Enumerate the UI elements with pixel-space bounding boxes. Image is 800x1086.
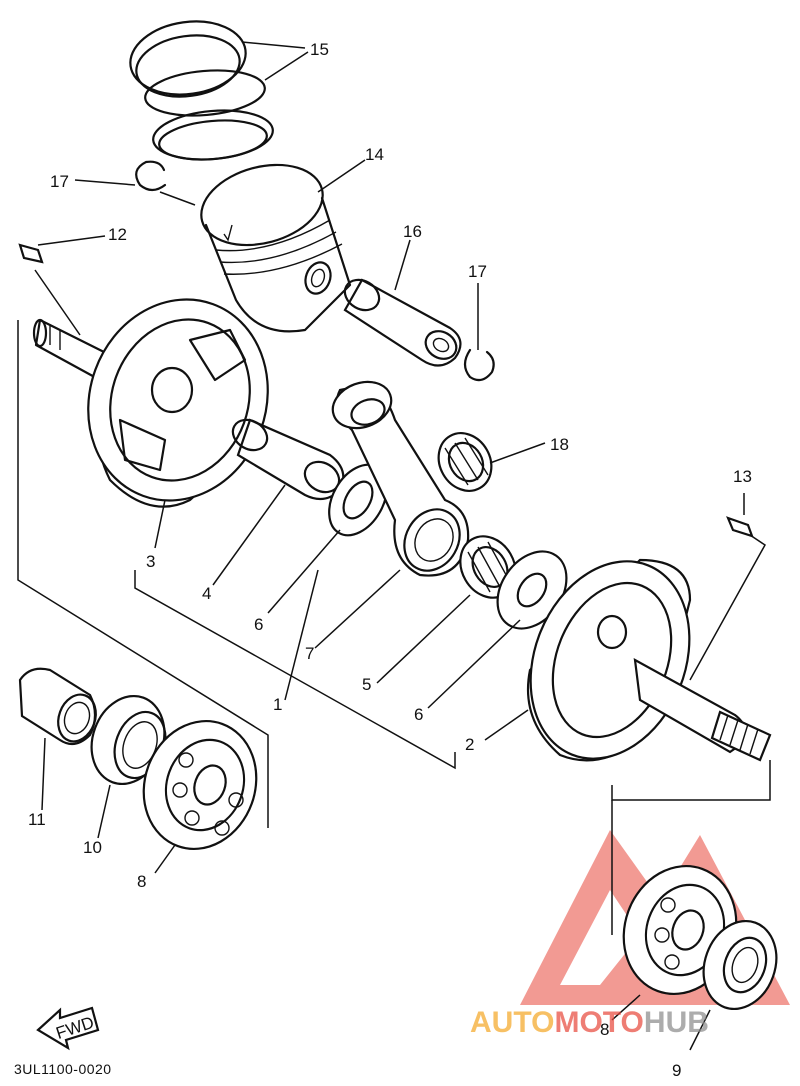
callout-18: 18 xyxy=(550,435,569,454)
fwd-arrow-icon xyxy=(36,1006,100,1051)
callout-11: 11 xyxy=(28,810,46,829)
callout-10: 10 xyxy=(83,838,102,857)
small-end-bearing xyxy=(437,432,493,492)
callout-17-right: 17 xyxy=(468,262,487,281)
callout-14: 14 xyxy=(365,145,384,164)
piston xyxy=(200,163,352,333)
connecting-rod xyxy=(331,380,470,577)
callout-13: 13 xyxy=(733,467,752,486)
callout-1: 1 xyxy=(273,695,282,714)
callout-7: 7 xyxy=(305,644,314,663)
callout-5: 5 xyxy=(362,675,371,694)
oil-seal-right xyxy=(702,919,778,1011)
callout-6-left: 6 xyxy=(254,615,263,634)
callout-15: 15 xyxy=(310,40,329,59)
callouts: 15 14 17 17 16 12 13 18 3 4 6 7 1 5 6 2 … xyxy=(28,40,752,1080)
circlip-right xyxy=(463,348,495,382)
main-bearing-left xyxy=(142,719,258,851)
crank-left xyxy=(32,298,269,508)
piston-ring-upper xyxy=(129,20,247,96)
watermark-text-hub: HUB xyxy=(644,1006,709,1039)
diagram-code: 3UL1100-0020 xyxy=(14,1061,112,1077)
callout-16: 16 xyxy=(403,222,422,241)
callout-17-left: 17 xyxy=(50,172,69,191)
watermark-text-auto: AUTO xyxy=(470,1006,554,1039)
leader-lines xyxy=(34,41,766,1051)
collar xyxy=(18,667,97,746)
callout-12: 12 xyxy=(108,225,127,244)
woodruff-key-right xyxy=(726,516,754,538)
circlip-left xyxy=(135,160,167,192)
oil-seal-left xyxy=(90,694,167,786)
fwd-arrow: FWD xyxy=(36,1006,100,1051)
callout-8-right: 8 xyxy=(600,1020,609,1039)
piston-ring-middle xyxy=(144,69,266,117)
crank-right xyxy=(526,558,772,762)
piston-pin xyxy=(343,278,462,367)
watermark-text-moto: MOTO xyxy=(554,1006,643,1039)
reference-lines xyxy=(17,320,771,935)
callout-6-right: 6 xyxy=(414,705,423,724)
watermark-text: AUTOMOTOHUB xyxy=(470,1006,709,1039)
callout-2: 2 xyxy=(465,735,474,754)
piston-ring-set xyxy=(129,20,274,161)
svg-text:AUTOMOTOHUB: AUTOMOTOHUB xyxy=(470,1006,709,1039)
woodruff-key-left xyxy=(18,243,44,264)
callout-4: 4 xyxy=(202,584,211,603)
callout-8-left: 8 xyxy=(137,872,146,891)
callout-3: 3 xyxy=(146,552,155,571)
callout-9: 9 xyxy=(672,1061,681,1080)
